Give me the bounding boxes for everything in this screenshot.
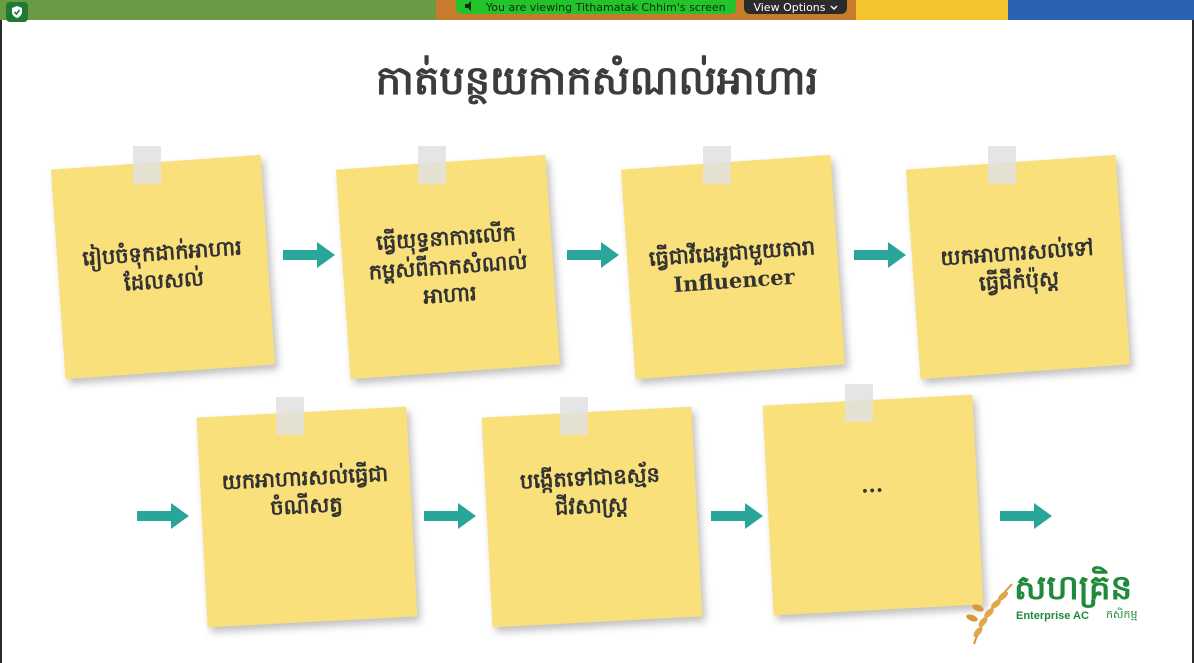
sticky-note: រៀបចំទុកដាក់អាហារដែលសល់ [50, 154, 276, 380]
arrow-right-icon [711, 503, 763, 529]
arrow-right-icon [137, 503, 189, 529]
arrow-right-icon [424, 503, 476, 529]
view-options-label: View Options [753, 0, 826, 14]
chevron-down-icon [830, 1, 838, 14]
note-text: បង្កើតទៅជាឧស្ម័នជីវសាស្ត្រ [519, 461, 661, 520]
view-options-button[interactable]: View Options [744, 0, 847, 14]
banner-text: You are viewing Tithamatak Chhim's scree… [486, 0, 726, 14]
arrow-right-icon [567, 242, 619, 268]
arrow-right-icon [854, 242, 906, 268]
sticky-note: យកអាហារសល់ធ្វើជាចំណីសត្វ [196, 406, 418, 628]
note-text: រៀបចំទុកដាក់អាហារដែលសល់ [81, 234, 243, 296]
logo-khmer-subtitle: កសិកម្ម [1106, 608, 1138, 621]
screen-share-banner: You are viewing Tithamatak Chhim's scree… [456, 0, 736, 14]
logo-english-name: Enterprise AC [1016, 610, 1089, 622]
tape-strip [703, 146, 731, 184]
arrow-right-icon [1000, 503, 1052, 529]
top-bar-segment [856, 0, 1008, 20]
note-text: ធ្វើជាវីដេអូជាមួយតារា Influencer [647, 233, 816, 298]
top-bar-segment [0, 0, 436, 20]
logo-khmer-name: សហគ្រិន [1014, 568, 1133, 608]
sticky-note: យកអាហារសល់ទៅធ្វើជីកំប៉ុស្ត [905, 154, 1131, 380]
tape-strip [845, 384, 873, 422]
arrow-right-icon [283, 242, 335, 268]
note-text: ធ្វើយុទ្ធនាការលើកកម្ពស់ពីកាកសំណល់អាហារ [367, 220, 529, 309]
note-text: យកអាហារសល់ទៅធ្វើជីកំប៉ុស្ត [939, 234, 1095, 296]
tape-strip [560, 397, 588, 435]
note-text: យកអាហារសល់ធ្វើជាចំណីសត្វ [221, 460, 389, 520]
tape-strip [988, 146, 1016, 184]
security-shield-icon[interactable] [6, 2, 28, 22]
rice-stalk-icon [966, 583, 1013, 645]
sticky-note: បង្កើតទៅជាឧស្ម័នជីវសាស្ត្រ [481, 406, 703, 628]
tape-strip [276, 397, 304, 435]
sticky-note: ធ្វើយុទ្ធនាការលើកកម្ពស់ពីកាកសំណល់អាហារ [335, 154, 561, 380]
slide-title: កាត់បន្ថយកាកសំណល់អាហារ [375, 57, 819, 104]
top-bar-segment [1008, 0, 1194, 20]
tape-strip [418, 146, 446, 184]
enterprise-ac-logo: សហគ្រិន Enterprise AC កសិកម្ម [964, 566, 1174, 646]
sticky-note: ... [762, 394, 984, 616]
speaker-icon [464, 0, 476, 14]
sticky-note: ធ្វើជាវីដេអូជាមួយតារា Influencer [620, 154, 846, 380]
tape-strip [133, 146, 161, 184]
shared-screen-frame [0, 20, 1194, 663]
